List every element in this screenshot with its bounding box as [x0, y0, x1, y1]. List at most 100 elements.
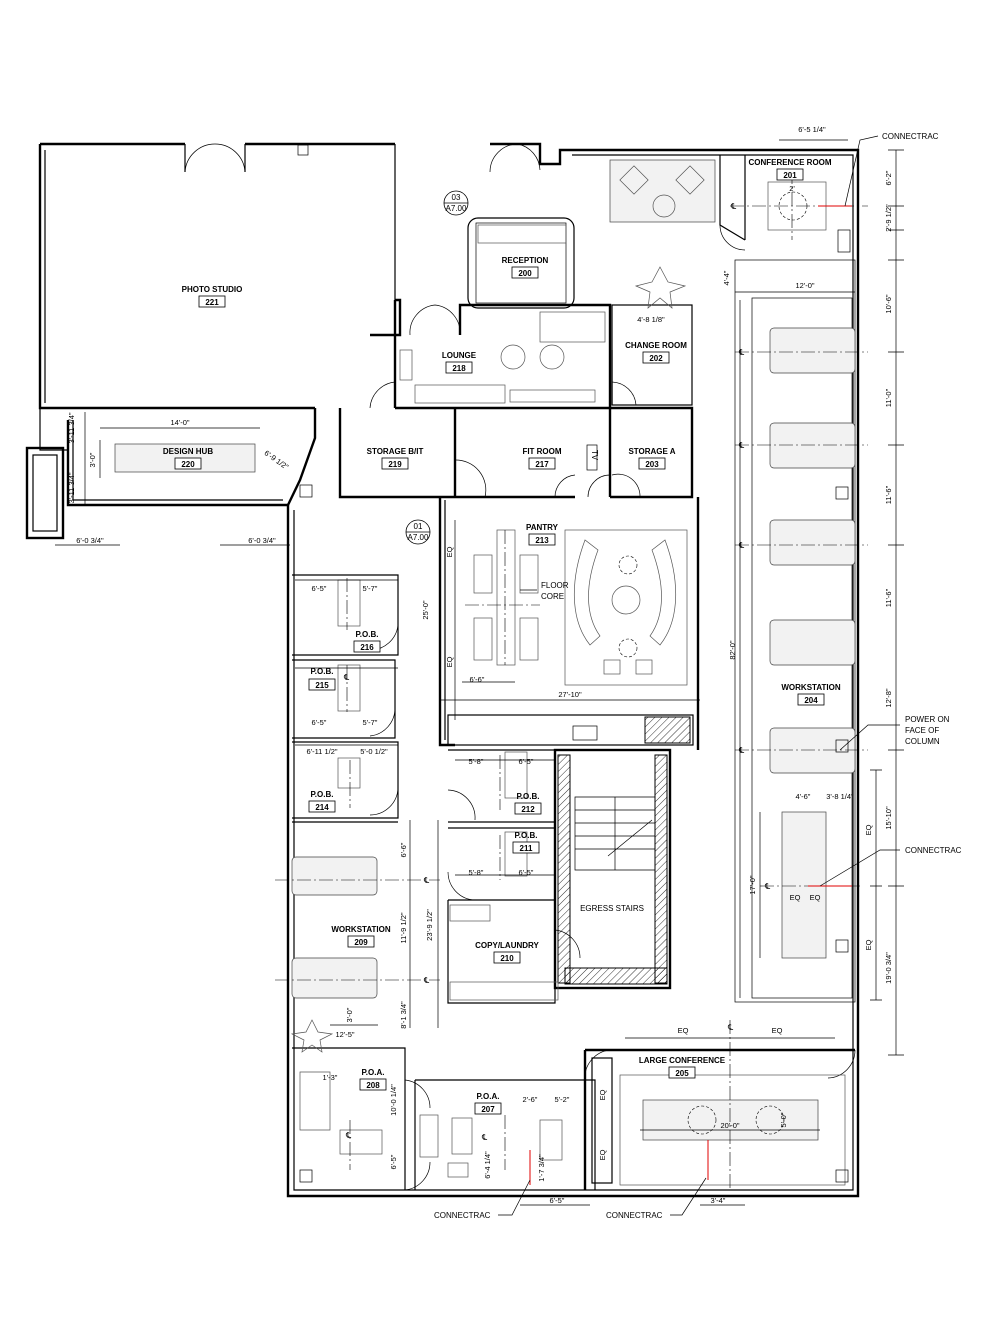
dimension-label: 6'-6" — [399, 842, 408, 857]
room-poa-208[interactable]: P.O.A. 208 — [359, 1068, 387, 1091]
room-name: DESIGN HUB — [163, 447, 213, 456]
dimension-label: 2'-6" — [523, 1095, 538, 1104]
dimension-label: 6'-5" — [312, 718, 327, 727]
dimension-label: 6'-5" — [312, 584, 327, 593]
section-tag-03[interactable]: 03 A7.00 — [443, 190, 469, 216]
dimension-label: 20'-0" — [720, 1121, 739, 1130]
room-copy-laundry[interactable]: COPY/LAUNDRY 210 — [475, 941, 540, 964]
room-number: 218 — [452, 364, 466, 373]
room-reception[interactable]: RECEPTION 200 — [502, 256, 549, 279]
dimension-label: EQ — [598, 1089, 607, 1100]
dimension-label: EQ — [678, 1026, 689, 1035]
dimension-label: 6'-11 1/2" — [306, 747, 337, 756]
dimension-label: EQ — [772, 1026, 783, 1035]
dimension-label: 5'-8" — [469, 868, 484, 877]
room-name: FIT ROOM — [522, 447, 561, 456]
connectrac-lines — [529, 205, 852, 1185]
dimension-label: 12'-5" — [335, 1030, 354, 1039]
power-note: FACE OF — [905, 726, 939, 735]
dimension-label: 6'-5" — [550, 1196, 565, 1205]
dimension-label: 6'-9 1/2" — [263, 448, 291, 471]
room-name: P.O.B. — [311, 667, 334, 676]
dimension-label: 8'-1 3/4" — [399, 1001, 408, 1029]
room-name: PHOTO STUDIO — [182, 285, 243, 294]
dimension-label: EQ — [810, 893, 821, 902]
dimension-label: EQ — [864, 939, 873, 950]
room-number: 202 — [649, 354, 663, 363]
room-pob-215[interactable]: P.O.B. 215 — [308, 667, 336, 691]
dimension-label: 3'-4" — [711, 1196, 726, 1205]
centerline-symbol: ℄ — [481, 1133, 488, 1142]
room-number: 200 — [518, 269, 532, 278]
dimension-label: 6'-5 1/4" — [798, 125, 826, 134]
room-lounge[interactable]: LOUNGE 218 — [442, 351, 477, 374]
dimension-label: 4'-6" — [796, 792, 811, 801]
room-number: 216 — [360, 643, 374, 652]
room-name: LOUNGE — [442, 351, 477, 360]
dimension-label: 3'-0" — [88, 452, 97, 467]
centerline-symbol: ℄ — [730, 202, 737, 211]
room-workstation-209[interactable]: WORKSTATION 209 — [331, 925, 391, 948]
room-pantry[interactable]: PANTRY 213 — [526, 523, 559, 546]
room-egress-stairs[interactable]: EGRESS STAIRS — [580, 904, 644, 913]
room-name: PANTRY — [526, 523, 559, 532]
room-name: P.O.A. — [362, 1068, 385, 1077]
room-name: P.O.B. — [517, 792, 540, 801]
room-number: 219 — [388, 460, 402, 469]
section-tag-sheet: A7.00 — [446, 204, 467, 213]
room-number: 211 — [520, 844, 533, 853]
room-pob-216[interactable]: P.O.B. 216 — [353, 630, 381, 653]
dimension-label: 12'-8" — [884, 688, 893, 707]
room-name: P.O.B. — [311, 790, 334, 799]
dimension-label: 6'-6" — [470, 675, 485, 684]
tv-label: TV — [590, 450, 599, 461]
dimension-label: 11'-6" — [884, 588, 893, 607]
dimension-label: 3'-0" — [345, 1007, 354, 1022]
dimension-label: 5'-0" — [779, 1112, 788, 1127]
room-pob-212[interactable]: P.O.B. 212 — [514, 792, 542, 815]
furniture — [114, 144, 856, 1186]
centerline-symbol: ℄ — [764, 882, 771, 891]
dimension-label: 23'-9 1/2" — [425, 909, 434, 941]
room-name: WORKSTATION — [781, 683, 840, 692]
interior-walls — [184, 144, 856, 1190]
room-pob-211[interactable]: P.O.B. 211 — [512, 831, 540, 854]
floor-core-label: CORE — [541, 592, 564, 601]
room-poa-207[interactable]: P.O.A. 207 — [474, 1092, 502, 1115]
dimension-label: 27'-10" — [558, 690, 582, 699]
dimension-label: 12'-0" — [795, 281, 814, 290]
room-change-room[interactable]: CHANGE ROOM 202 — [625, 341, 687, 364]
dimension-label: 3'-11 3/4" — [67, 412, 76, 443]
room-number: 212 — [521, 805, 535, 814]
dimension-label: 3'-8 1/4" — [826, 792, 854, 801]
room-storage-a[interactable]: STORAGE A 203 — [628, 447, 676, 470]
dimension-labels: 6'-5 1/4" 6'-2" 2'-9 1/2" 2' 4'-4" 12'-0… — [67, 125, 893, 1205]
dimension-label: 25'-0" — [421, 600, 430, 619]
room-photo-studio[interactable]: PHOTO STUDIO 221 — [182, 285, 243, 308]
dimension-label: 6'-5" — [519, 757, 534, 766]
room-workstation-204[interactable]: WORKSTATION 204 — [781, 683, 841, 706]
room-storage-bit[interactable]: STORAGE B/IT 219 — [367, 447, 424, 470]
dimension-label: 11'-6" — [884, 485, 893, 504]
room-pob-214[interactable]: P.O.B. 214 — [308, 790, 336, 813]
room-conference-room[interactable]: CONFERENCE ROOM 201 — [748, 158, 832, 181]
section-tag-number: 01 — [414, 522, 423, 531]
centerline-markers: ℄ ℄ ℄ ℄ ℄ ℄ ℄ ℄ ℄ ℄ ℄ ℄ — [343, 202, 771, 1142]
centerline-symbol: ℄ — [738, 348, 745, 357]
room-number: 207 — [481, 1105, 495, 1114]
exterior-walls — [25, 142, 860, 1198]
centerline-symbol: ℄ — [343, 673, 350, 682]
room-large-conference[interactable]: LARGE CONFERENCE 205 — [639, 1056, 726, 1079]
room-number: 204 — [804, 696, 818, 705]
room-design-hub[interactable]: DESIGN HUB 220 — [163, 447, 213, 470]
section-tag-sheet: A7.00 — [408, 533, 429, 542]
dimension-label: 19'-0 3/4" — [884, 952, 893, 984]
dimension-label: EQ — [445, 546, 454, 557]
dimension-label: 11'-0" — [884, 388, 893, 407]
dimension-label: 5'-7" — [363, 584, 378, 593]
room-fit-room[interactable]: FIT ROOM 217 — [522, 447, 562, 470]
section-tag-01[interactable]: 01 A7.00 — [405, 519, 431, 545]
connectrac-note: CONNECTRAC — [905, 846, 962, 855]
room-number: 201 — [783, 171, 797, 180]
room-name: COPY/LAUNDRY — [475, 941, 539, 950]
